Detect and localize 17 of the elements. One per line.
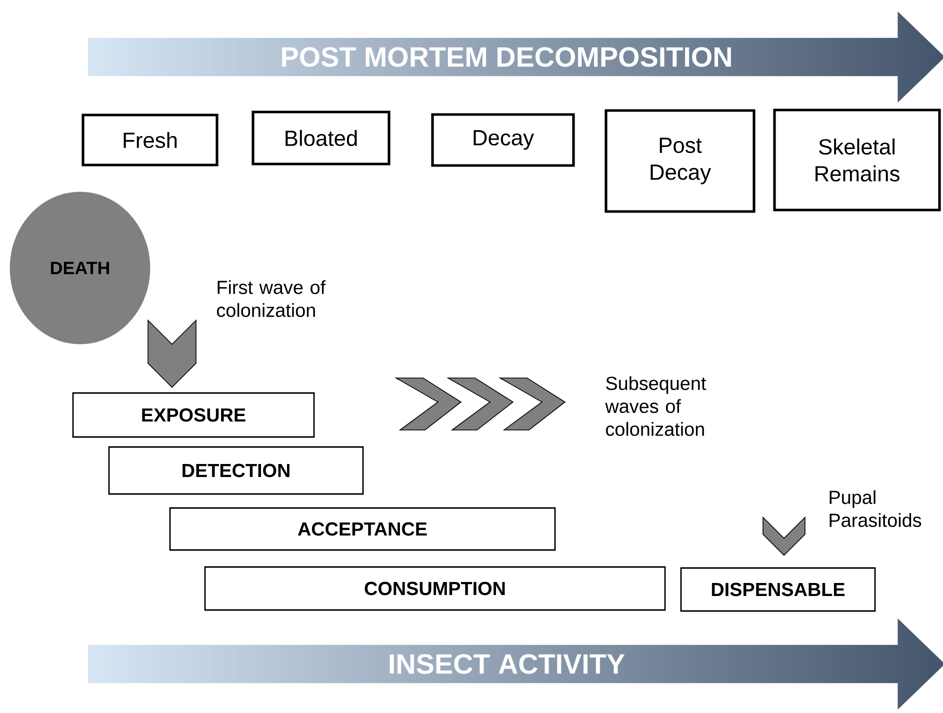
chevron-arrow — [148, 319, 196, 388]
edge-label: Pupal Parasitoids — [830, 490, 922, 527]
stage-box: Skeletal Remains — [773, 108, 941, 212]
note-text: Subsequent waves of colonization — [605, 376, 706, 436]
phase-box: EXPOSURE — [72, 392, 315, 438]
banner-arrow: INSECT ACTIVITY — [390, 654, 625, 674]
stage-box: Bloated — [252, 110, 390, 166]
phase-box: DETECTION — [108, 446, 364, 495]
phase-box: CONSUMPTION — [204, 566, 666, 611]
phase-box: DISPENSABLE — [680, 567, 876, 612]
stage-box: Fresh — [82, 114, 218, 166]
stage-box: Decay — [431, 113, 575, 167]
chevron-arrow — [762, 516, 806, 556]
banner-arrow: POST MORTEM DECOMPOSITION — [282, 47, 731, 67]
stage-box: Post Decay — [604, 109, 756, 213]
phase-box: ACCEPTANCE — [169, 507, 556, 551]
edge-label: First wave of colonization — [217, 280, 326, 318]
